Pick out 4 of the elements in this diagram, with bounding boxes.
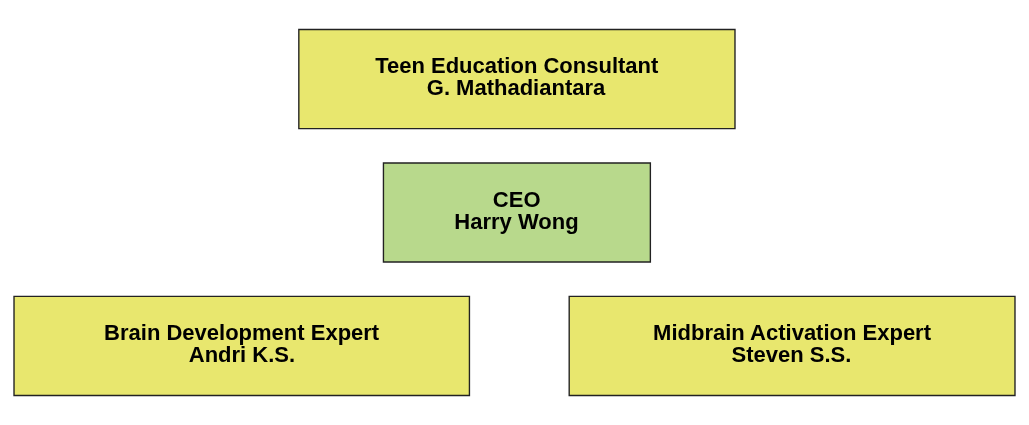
node-box: Midbrain Activation Expert Steven S.S. bbox=[568, 295, 1016, 397]
node-box: Brain Development Expert Andri K.S. bbox=[13, 295, 471, 397]
node-box: CEO Harry Wong bbox=[382, 162, 652, 263]
node-box: Teen Education Consultant G. Mathadiantara bbox=[298, 28, 736, 130]
